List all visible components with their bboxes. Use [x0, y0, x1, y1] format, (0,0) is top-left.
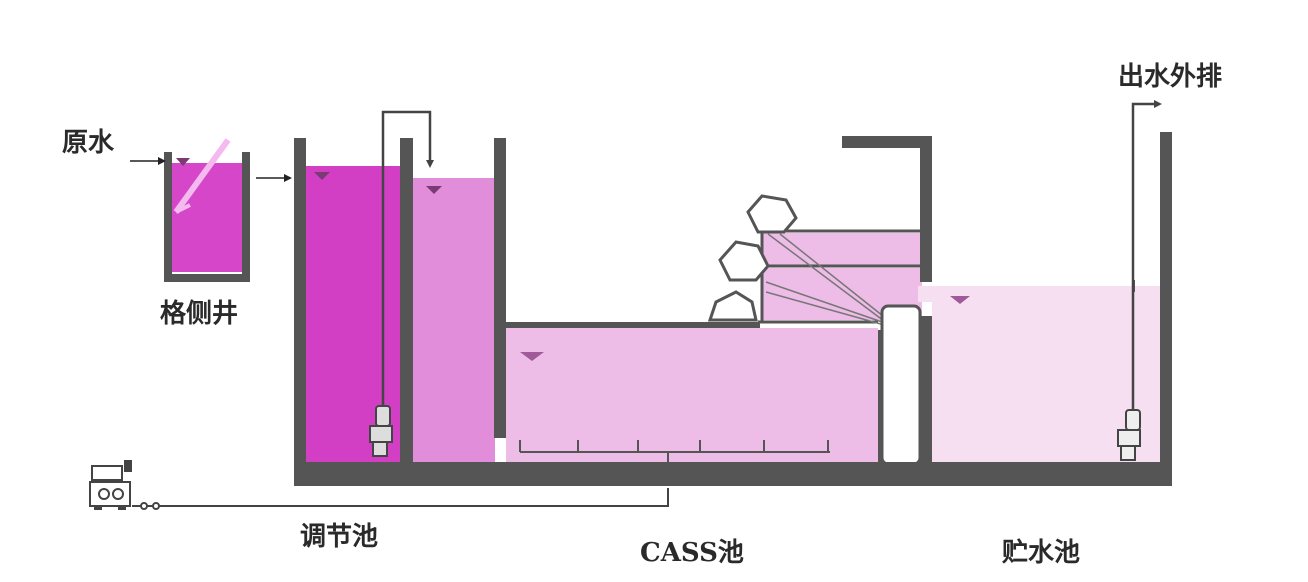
- rock-decoration: [707, 194, 798, 322]
- submersible-pump-icon: [369, 405, 393, 457]
- water-level-icon: [520, 352, 544, 361]
- tank-walls: [294, 132, 1172, 486]
- raw-water-label: 原水: [62, 128, 115, 158]
- water-level-icon: [426, 186, 442, 194]
- water-level-icon: [176, 158, 190, 166]
- regulating-tank-label: 调节池: [300, 522, 379, 552]
- discharge-label: 出水外排: [1118, 62, 1223, 92]
- water-level-icon: [314, 172, 330, 180]
- grid-well-water: [172, 163, 242, 272]
- decanter-upper: [762, 233, 922, 265]
- grid-well-label: 格侧井: [160, 299, 239, 329]
- cass-tank: [506, 194, 924, 470]
- cass-tank-water: [506, 328, 878, 462]
- second-chamber-water: [413, 178, 495, 464]
- storage-tank: [918, 100, 1162, 464]
- submersible-pump-icon: [1117, 409, 1141, 461]
- overflow-weir: [880, 304, 922, 466]
- air-pipe: [132, 488, 669, 510]
- lift-pipe: [381, 110, 432, 422]
- raw-water-arrow: [130, 157, 166, 165]
- decanter-arms: [765, 233, 889, 327]
- discharge-pipe: [1131, 102, 1156, 420]
- blower-icon: [89, 460, 132, 510]
- transfer-arrow: [256, 174, 292, 182]
- water-level-icon: [950, 296, 970, 304]
- grid-screen: [173, 138, 231, 214]
- storage-tank-label: 贮水池: [1002, 538, 1081, 568]
- cass-tank-label: CASS池: [640, 538, 744, 568]
- regulating-tank: [306, 110, 495, 464]
- grid-well: [164, 138, 250, 282]
- aeration-pipe: [519, 440, 830, 470]
